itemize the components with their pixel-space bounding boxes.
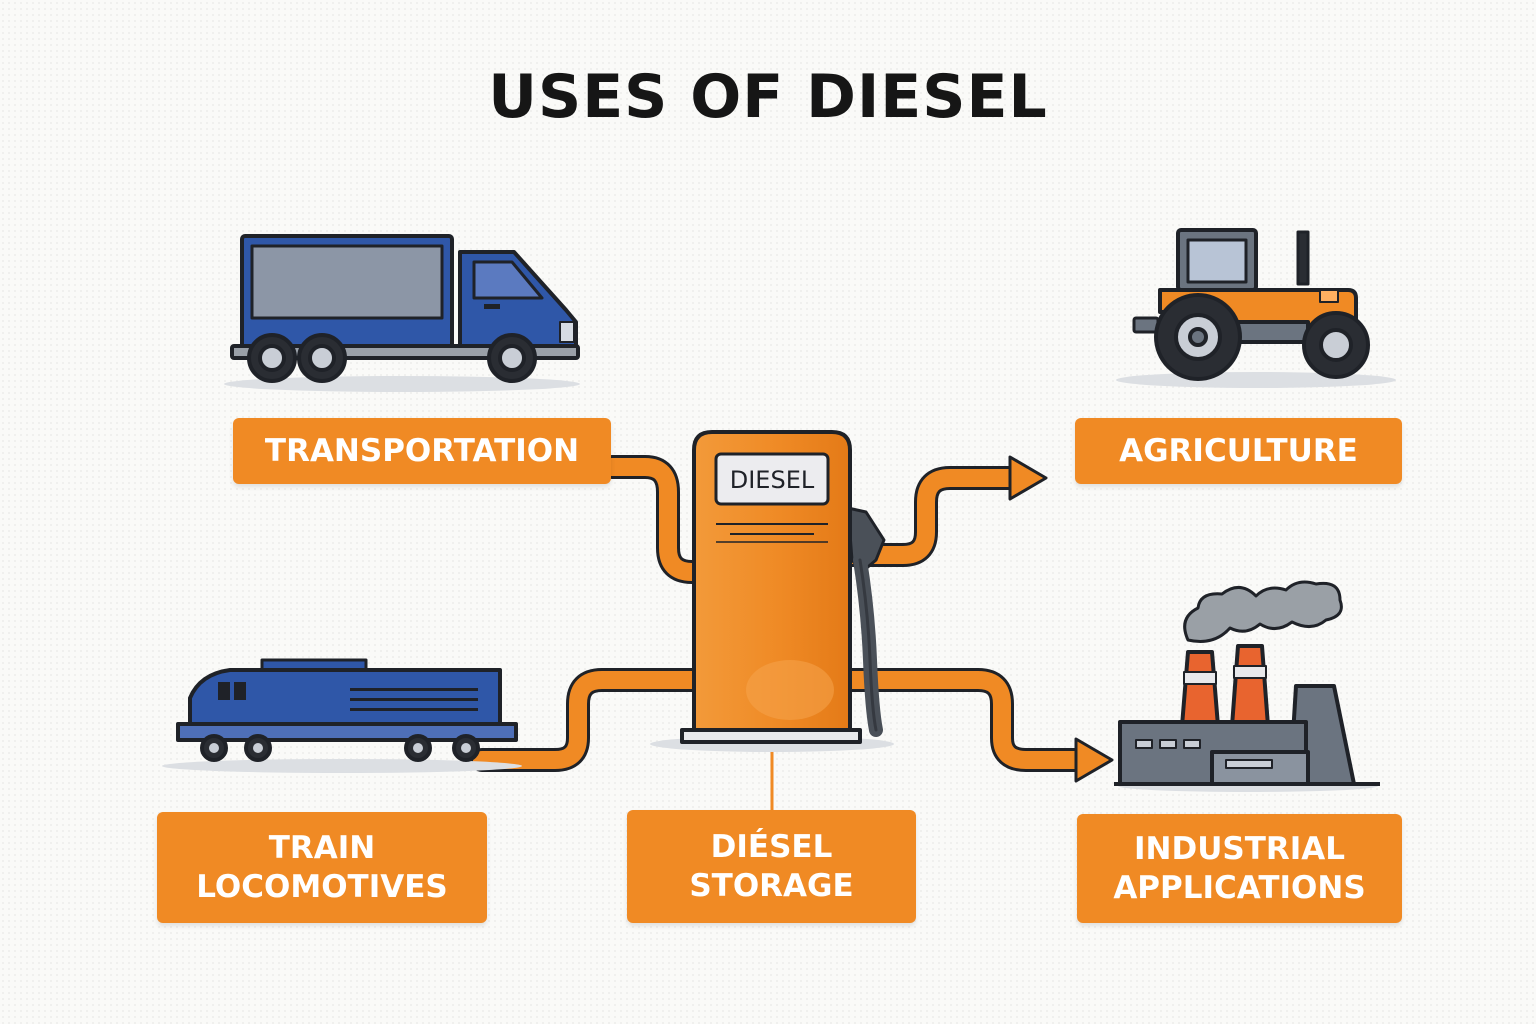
pipe-industrial	[838, 668, 1114, 783]
arrowhead-agriculture	[1008, 455, 1048, 501]
label-line: AGRICULTURE	[1119, 432, 1358, 469]
pipe-transportation	[600, 455, 714, 584]
pump-sign-text: DIESEL	[730, 466, 815, 494]
label-line: APPLICATIONS	[1113, 869, 1366, 906]
smoke-cloud	[1183, 580, 1343, 643]
label-line: TRANSPORTATION	[264, 432, 580, 469]
pump-sign-panel	[714, 452, 830, 506]
label-agriculture: AGRICULTURE	[1075, 418, 1402, 484]
label-line: STORAGE	[689, 867, 854, 904]
fuel-pump-icon: DIESEL	[650, 430, 894, 752]
label-transportation: TRANSPORTATION	[233, 418, 611, 484]
tractor-icon	[1116, 228, 1396, 388]
truck-icon	[224, 234, 580, 392]
pipe-train	[470, 668, 714, 772]
label-diesel-storage: DIÉSEL STORAGE	[627, 810, 916, 923]
flow-pipes	[470, 455, 1114, 814]
pipe-agriculture	[838, 455, 1048, 567]
page-title: USES OF DIESEL	[488, 62, 1048, 132]
label-line: INDUSTRIAL	[1133, 830, 1345, 867]
label-line: DIÉSEL	[710, 828, 833, 865]
label-line: TRAIN	[268, 829, 376, 866]
train-icon	[162, 658, 522, 773]
label-industrial-applications: INDUSTRIAL APPLICATIONS	[1077, 814, 1402, 923]
label-line: LOCOMOTIVES	[196, 868, 448, 905]
arrowhead-industrial	[1074, 737, 1114, 783]
label-train-locomotives: TRAIN LOCOMOTIVES	[157, 812, 487, 923]
factory-icon	[1114, 580, 1380, 792]
